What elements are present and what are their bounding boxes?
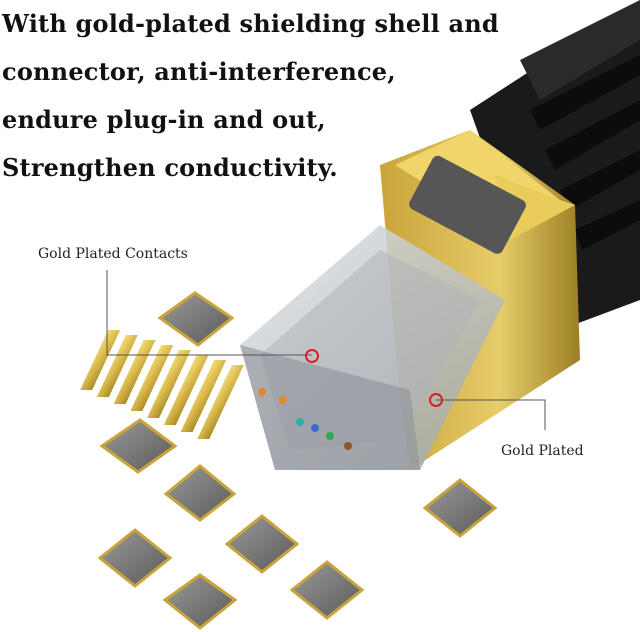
headline-line-1: With gold-plated shielding shell and: [2, 9, 499, 38]
callout-lines: [106, 270, 546, 430]
headline-line-3: endure plug-in and out,: [2, 105, 326, 134]
contact-chip: [224, 514, 300, 574]
contact-chip: [157, 291, 235, 347]
contact-chips: [97, 291, 498, 630]
contacts-marker: [305, 349, 319, 363]
shell-marker: [429, 393, 443, 407]
contact-chip: [97, 528, 173, 588]
headline-line-2: connector, anti-interference,: [2, 57, 396, 86]
clear-plastic-body: [240, 225, 505, 470]
headline: With gold-plated shielding shell and con…: [2, 0, 499, 192]
wire-ends: [258, 388, 352, 450]
contact-chip: [99, 418, 178, 474]
headline-line-4: Strengthen conductivity.: [2, 153, 338, 182]
gold-plated-label: Gold Plated: [501, 443, 584, 459]
cable: [470, 0, 640, 330]
gold-contacts: [80, 330, 244, 439]
contact-chip: [163, 464, 237, 522]
contact-chip: [289, 560, 365, 620]
contact-chip: [162, 573, 238, 630]
contact-chip: [422, 478, 498, 538]
gold-plated-contacts-label: Gold Plated Contacts: [38, 246, 188, 262]
